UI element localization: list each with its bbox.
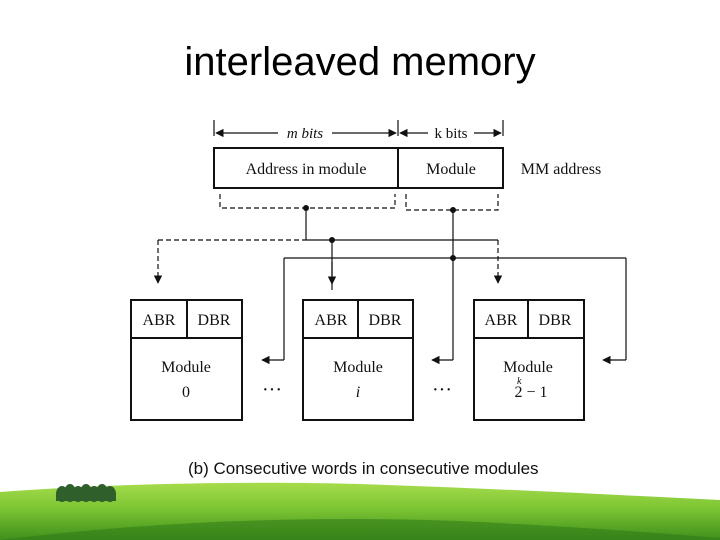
ellipsis-left: ···	[262, 379, 282, 401]
memory-module-last	[473, 299, 585, 421]
memory-module-i	[302, 299, 414, 421]
module-i-index: i	[356, 384, 360, 401]
module-0-dbr: DBR	[198, 312, 231, 329]
k-bits-label: k bits	[435, 126, 468, 142]
module-last-index: 2 − 1	[514, 384, 547, 401]
slide-title: interleaved memory	[184, 40, 536, 84]
figure-caption: (b) Consecutive words in consecutive mod…	[188, 459, 539, 478]
bus-junction-dots	[303, 205, 456, 261]
bit-width-dimension	[213, 120, 504, 138]
module-0-abr: ABR	[143, 312, 176, 329]
module-i-abr: ABR	[315, 312, 348, 329]
memory-module-0	[130, 299, 243, 421]
address-bus-brackets	[219, 194, 499, 211]
module-i-label: Module	[333, 359, 383, 376]
address-register	[213, 147, 504, 189]
module-last-index-superscript: k	[517, 376, 522, 387]
module-0-label: Module	[161, 359, 211, 376]
ellipsis-right: ···	[432, 379, 452, 401]
mm-address-label: MM address	[521, 161, 601, 178]
module-last-label: Module	[503, 359, 553, 376]
module-select-field: Module	[426, 161, 476, 178]
tree-line-decoration	[56, 484, 116, 502]
m-bits-label: m bits	[287, 126, 323, 142]
module-last-dbr: DBR	[539, 312, 572, 329]
module-0-index: 0	[182, 384, 190, 401]
address-in-module-field: Address in module	[246, 161, 367, 178]
module-i-dbr: DBR	[369, 312, 402, 329]
bus-lines-dashed	[153, 239, 503, 284]
module-last-abr: ABR	[485, 312, 518, 329]
